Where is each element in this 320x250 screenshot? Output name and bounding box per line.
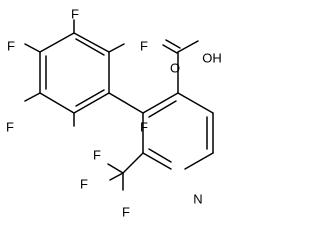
fluorine-label: F bbox=[93, 148, 101, 163]
double-bond-inner bbox=[75, 89, 105, 107]
bond bbox=[177, 40, 199, 53]
fluorine-label: F bbox=[140, 39, 148, 54]
bond bbox=[73, 92, 110, 114]
bond bbox=[73, 32, 110, 53]
pentafluorophenyl-ring bbox=[24, 19, 125, 127]
bond bbox=[177, 92, 214, 114]
bond bbox=[122, 152, 144, 174]
bond bbox=[184, 152, 214, 170]
carboxylic-acid-group bbox=[162, 39, 199, 94]
trifluoromethyl-group bbox=[107, 152, 144, 191]
fluorine-label: F bbox=[6, 120, 14, 135]
bond bbox=[109, 172, 124, 181]
double-bond-inner bbox=[148, 148, 172, 163]
fluorine-label: F bbox=[140, 120, 148, 135]
fluorine-label: F bbox=[80, 177, 88, 192]
molecule-diagram: F F F F F OH O N F F F bbox=[6, 7, 222, 220]
carbonyl-double-bond bbox=[165, 39, 181, 49]
biaryl-bond bbox=[108, 92, 144, 114]
carbonyl-double-bond bbox=[162, 44, 178, 54]
bond bbox=[142, 92, 179, 114]
double-bond-inner bbox=[75, 38, 105, 56]
structure-canvas: F F F F F OH O N F F F bbox=[6, 7, 222, 220]
double-bond-inner bbox=[148, 100, 177, 118]
bond bbox=[142, 152, 172, 170]
bond bbox=[39, 32, 75, 53]
ring-nitrogen-label: N bbox=[193, 192, 202, 207]
bond bbox=[107, 163, 124, 174]
bond bbox=[39, 92, 75, 114]
fluorine-label: F bbox=[122, 205, 130, 220]
fluorine-label: F bbox=[7, 39, 15, 54]
bond bbox=[24, 92, 41, 102]
hydroxyl-label: OH bbox=[202, 51, 222, 66]
bond bbox=[108, 43, 125, 53]
carbonyl-oxygen-label: O bbox=[170, 61, 180, 76]
pyridine-ring bbox=[142, 92, 214, 170]
bond bbox=[24, 43, 41, 53]
fluorine-label: F bbox=[71, 7, 79, 22]
